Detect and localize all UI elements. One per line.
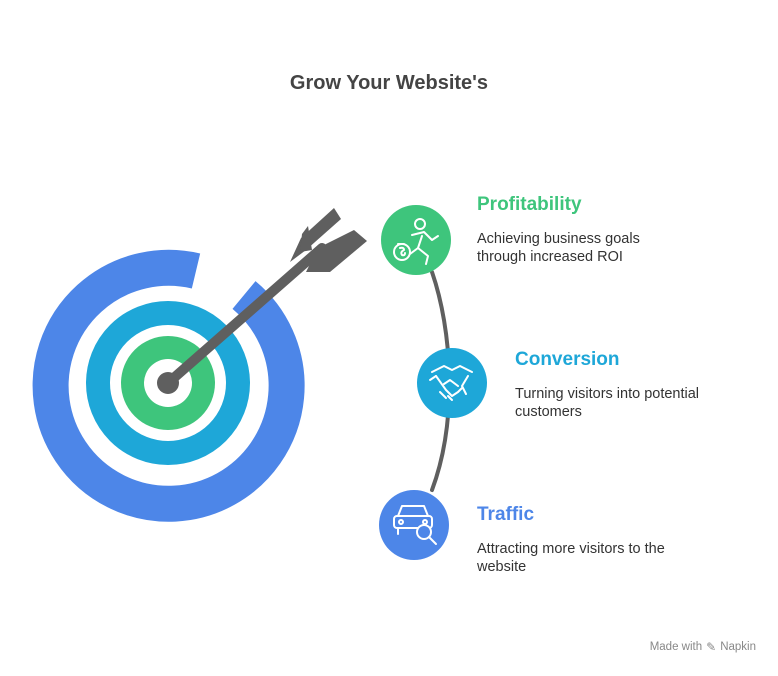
handshake-icon: [417, 348, 487, 418]
money-runner-icon: [381, 205, 451, 275]
napkin-logo-icon: ✎: [706, 640, 717, 654]
made-with-footer[interactable]: Made with ✎ Napkin: [650, 640, 756, 654]
stage-description: Attracting more visitors to the website: [477, 541, 665, 575]
arrow-icon: [157, 208, 367, 394]
car-search-icon: [379, 490, 449, 560]
stage-heading: Traffic: [477, 504, 535, 525]
stage-description: Turning visitors into potential customer…: [515, 386, 700, 420]
target-ring-outer: [32, 249, 305, 522]
diagram-title: Grow Your Website's: [289, 72, 489, 94]
arrow-fletching-bottom: [306, 230, 367, 272]
made-with-label: Made with: [649, 641, 703, 653]
stage-heading: Conversion: [515, 349, 620, 370]
stage-description: Achieving business goals through increas…: [477, 231, 640, 265]
stage-profitability: Profitability Achieving business goals t…: [477, 194, 737, 266]
stage-traffic: Traffic Attracting more visitors to the …: [477, 504, 737, 576]
stage-conversion: Conversion Turning visitors into potenti…: [515, 349, 775, 421]
stage-heading: Profitability: [477, 194, 582, 215]
target-ring-middle: [86, 301, 250, 465]
brand-name: Napkin: [720, 641, 756, 653]
